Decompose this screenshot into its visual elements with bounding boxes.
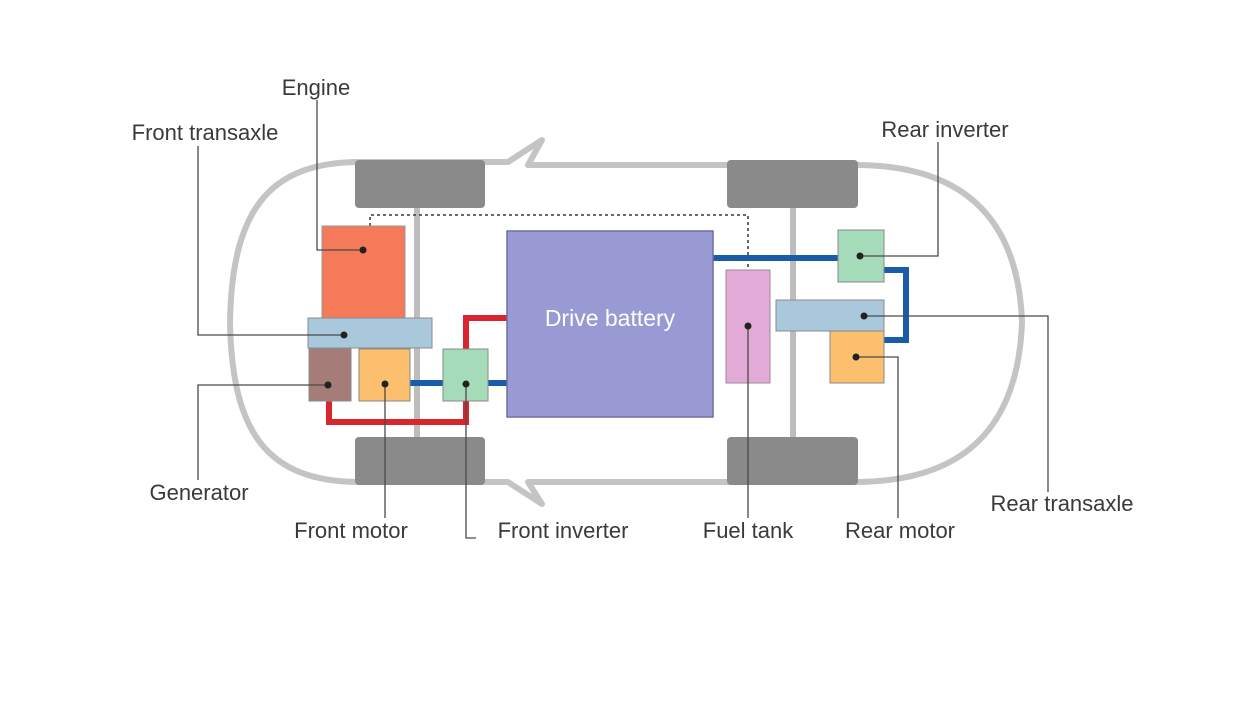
dot-front-transaxle bbox=[340, 331, 348, 339]
leader-front-inverter bbox=[465, 384, 476, 539]
red-cable-battery bbox=[463, 315, 507, 350]
drive-battery-block bbox=[506, 230, 714, 418]
wheel-rear-right bbox=[727, 437, 858, 485]
label-front-motor: Front motor bbox=[294, 518, 408, 543]
leader-rear-transaxle bbox=[864, 315, 1049, 492]
label-rear-transaxle: Rear transaxle bbox=[990, 491, 1133, 516]
leader-front-transaxle bbox=[197, 146, 344, 336]
label-engine: Engine bbox=[282, 75, 351, 100]
front-transaxle-block bbox=[307, 317, 433, 349]
label-rear-inverter: Rear inverter bbox=[881, 117, 1008, 142]
dot-front-motor bbox=[381, 380, 389, 388]
label-generator: Generator bbox=[149, 480, 248, 505]
dot-fuel-tank bbox=[744, 322, 752, 330]
leader-engine bbox=[316, 100, 363, 251]
dot-front-inverter bbox=[462, 380, 470, 388]
blue-cable-rear bbox=[713, 255, 909, 343]
wheel-rear-left bbox=[727, 160, 858, 208]
label-front-transaxle: Front transaxle bbox=[132, 120, 279, 145]
wheel-front-left bbox=[355, 160, 485, 208]
engine-block bbox=[321, 225, 406, 319]
drive-battery-label: Drive battery bbox=[545, 305, 676, 331]
dot-generator bbox=[324, 381, 332, 389]
leader-rear-motor bbox=[856, 356, 899, 518]
dot-rear-transaxle bbox=[860, 312, 868, 320]
leader-generator bbox=[197, 384, 328, 480]
dot-rear-inverter bbox=[856, 252, 864, 260]
leader-rear-inverter bbox=[860, 142, 939, 257]
generator-block bbox=[308, 348, 352, 402]
wheel-front-right bbox=[355, 437, 485, 485]
label-fuel-tank: Fuel tank bbox=[703, 518, 794, 543]
label-rear-motor: Rear motor bbox=[845, 518, 955, 543]
dot-rear-motor bbox=[852, 353, 860, 361]
label-front-inverter: Front inverter bbox=[498, 518, 629, 543]
red-cable-front bbox=[326, 400, 469, 425]
fuel-line bbox=[369, 214, 749, 270]
dot-engine bbox=[359, 246, 367, 254]
